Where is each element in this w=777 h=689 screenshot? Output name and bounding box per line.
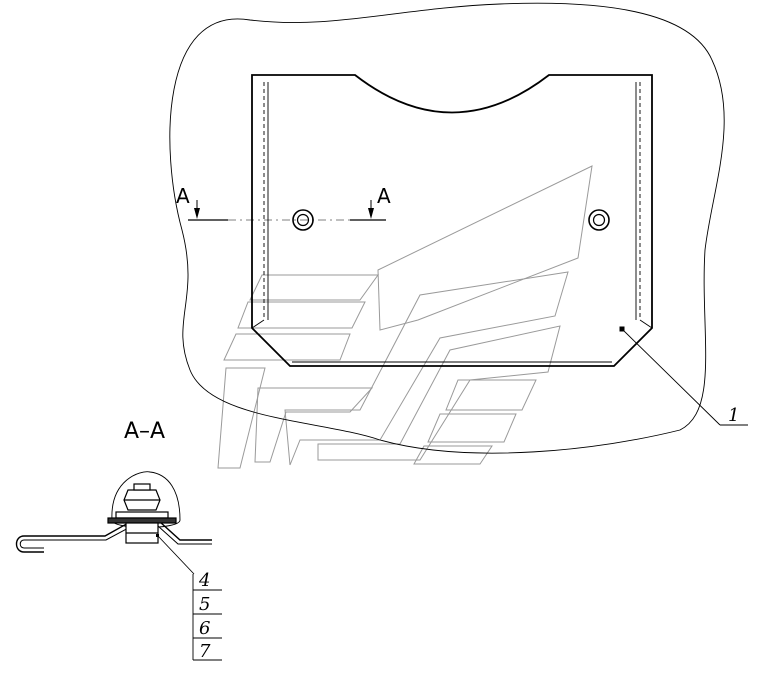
section-view [15, 471, 212, 575]
callout-4: 4 [198, 570, 210, 591]
sheet-profile [15, 521, 212, 553]
plate-edge-folds [251, 82, 653, 363]
bolt-assembly [107, 483, 177, 544]
callout-7: 7 [199, 641, 211, 662]
section-arrow-right [368, 208, 374, 219]
watermark-logo [217, 165, 593, 469]
callout-6: 6 [199, 618, 210, 639]
section-leader-dot [156, 534, 159, 537]
section-mark-right: A [377, 184, 391, 208]
callout-stack [192, 574, 222, 661]
mudflap-plate [251, 74, 653, 367]
section-leader [157, 535, 195, 575]
callout-5: 5 [199, 594, 210, 615]
section-arrow-left [194, 208, 200, 219]
section-line [188, 200, 386, 221]
section-mark-left: A [176, 184, 190, 208]
leader-part-1 [619, 326, 748, 426]
section-title: A–A [124, 419, 165, 444]
callout-part-1: 1 [728, 405, 739, 426]
detail-boundary [169, 2, 725, 454]
fastener-hole-right [588, 209, 610, 231]
